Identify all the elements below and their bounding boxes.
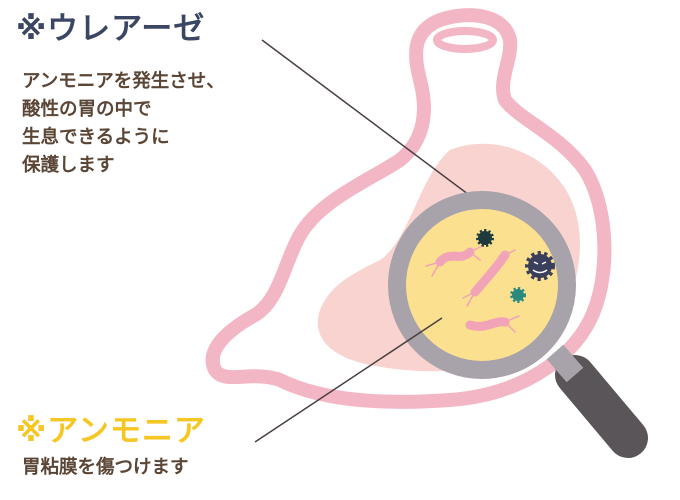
ammonia-line: 胃粘膜を傷つけます <box>22 457 189 478</box>
urease-line: 生息できるように <box>22 127 170 148</box>
esophagus-opening <box>433 27 497 53</box>
urease-line: 酸性の胃の中で <box>22 99 152 120</box>
magnifier-neck <box>546 344 584 383</box>
ammonia-pointer-line <box>254 317 443 443</box>
ammonia-description: 胃粘膜を傷つけます <box>22 454 189 482</box>
ammonia-title: ※アンモニア <box>16 413 206 449</box>
magnifier-handle <box>555 355 648 458</box>
germ-dark-green <box>476 229 494 247</box>
urease-title: ※ウレアーゼ <box>16 11 206 47</box>
urease-germ <box>525 251 555 281</box>
urease-line: アンモニアを発生させ、 <box>22 71 225 92</box>
urease-line: 保護します <box>22 155 115 176</box>
h-pylori-bacteria <box>425 245 520 333</box>
urease-description: アンモニアを発生させ、 酸性の胃の中で 生息できるように 保護します <box>22 68 225 180</box>
germ-teal <box>510 287 526 303</box>
